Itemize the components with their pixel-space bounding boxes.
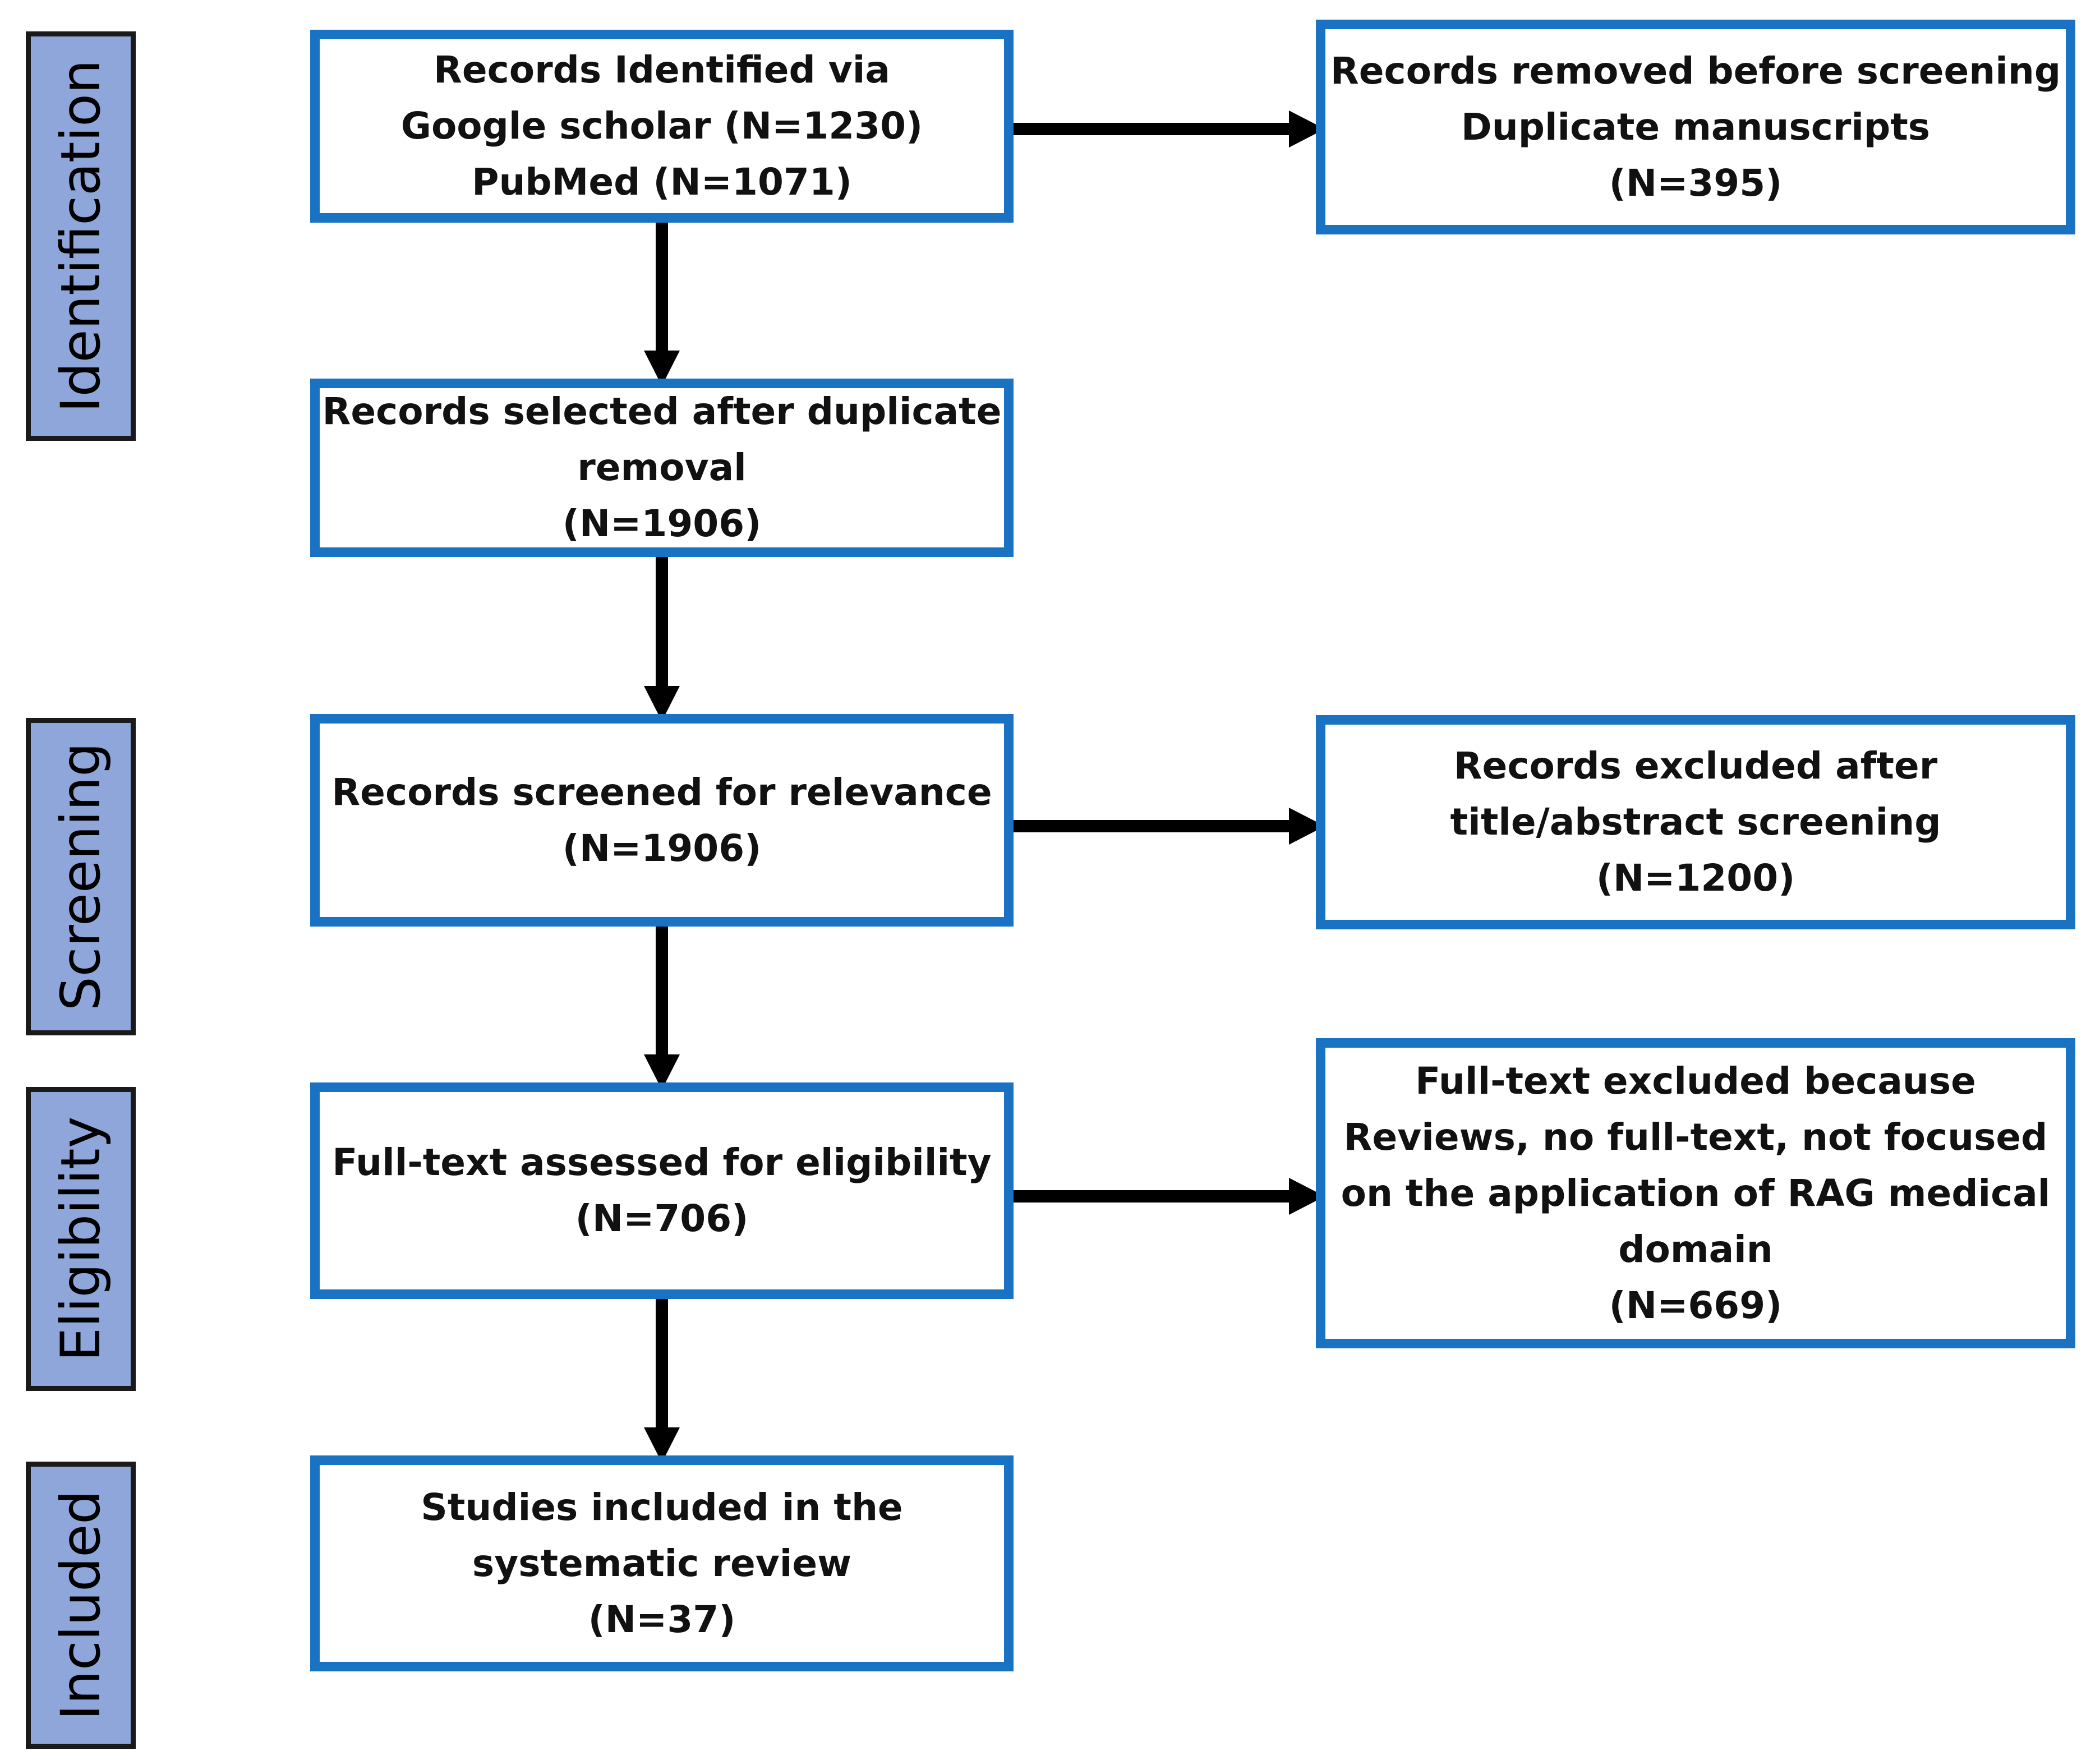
box-line: Full-text assessed for eligibility [332,1141,992,1184]
box-fulltext-excluded: Full-text excluded because Reviews, no f… [1316,1038,2075,1348]
box-line: (N=37) [588,1597,736,1641]
box-fulltext-assessed: Full-text assessed for eligibility (N=70… [310,1082,1014,1299]
stage-screening: Screening [26,718,136,1035]
box-line: Records excluded after [1453,744,1938,787]
box-line: Studies included in the [421,1485,903,1529]
box-line: title/abstract screening [1450,800,1941,844]
box-line: systematic review [472,1541,852,1585]
box-records-identified: Records Identified via Google scholar (N… [310,30,1014,223]
arrowhead-down-3 [644,1054,680,1090]
stage-identification-label: Identification [49,59,112,413]
box-records-screened: Records screened for relevance (N=1906) [310,714,1014,927]
box-line: Google scholar (N=1230) [400,104,923,148]
arrowhead-right-1 [1289,110,1325,148]
box-studies-included: Studies included in the systematic revie… [310,1455,1014,1671]
box-records-after-duplicate-removal: Records selected after duplicate removal… [310,379,1014,557]
arrowhead-down-2 [644,686,680,721]
box-line: removal [577,446,747,489]
box-line: Records selected after duplicate [322,390,1002,433]
box-line: Records Identified via [434,48,890,91]
box-line: Reviews, no full-text, not focused [1343,1115,2048,1159]
stage-eligibility-label: Eligibility [49,1116,112,1362]
box-line: PubMed (N=1071) [472,160,852,204]
box-line: domain [1618,1227,1773,1271]
stage-identification: Identification [26,31,136,441]
box-line: Duplicate manuscripts [1461,105,1931,149]
box-line: (N=1200) [1596,856,1795,900]
box-line: (N=1906) [562,826,762,870]
stage-included-label: Included [49,1490,112,1721]
box-line: on the application of RAG medical [1341,1171,2051,1215]
arrowhead-right-3 [1289,1178,1325,1215]
arrowhead-down-1 [644,351,680,386]
stage-screening-label: Screening [49,742,112,1011]
arrowhead-down-4 [644,1427,680,1463]
box-line: (N=1906) [562,502,762,545]
box-line: (N=669) [1609,1283,1783,1327]
box-line: (N=706) [575,1197,749,1240]
box-line: Records screened for relevance [331,770,992,814]
box-line: Full-text excluded because [1415,1059,1976,1103]
box-line: (N=395) [1609,161,1783,205]
box-records-removed-before-screening: Records removed before screening Duplica… [1316,20,2075,234]
arrowhead-right-2 [1289,808,1325,845]
stage-eligibility: Eligibility [26,1087,136,1391]
box-records-excluded-title-abstract: Records excluded after title/abstract sc… [1316,715,2075,929]
stage-included: Included [26,1462,136,1749]
box-line: Records removed before screening [1330,49,2061,93]
